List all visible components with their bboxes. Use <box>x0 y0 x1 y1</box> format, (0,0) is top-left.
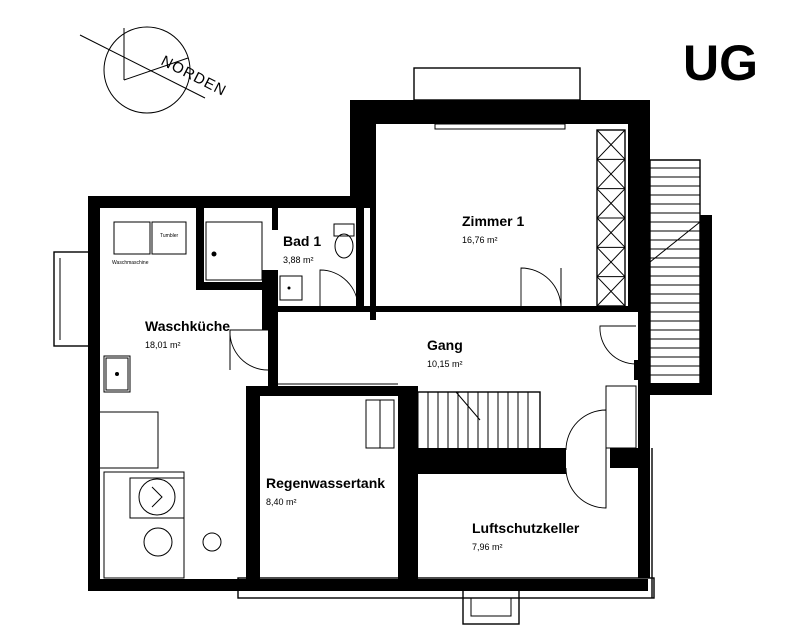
wall <box>356 208 364 312</box>
room-area-regenwassertank: 8,40 m² <box>266 497 297 507</box>
door-gang-right <box>599 325 637 365</box>
dryer-label: Tumbler <box>160 233 178 239</box>
door-zimmer1 <box>520 267 562 309</box>
room-name-zimmer1: Zimmer 1 <box>462 213 524 229</box>
wall <box>370 120 376 320</box>
balcony-left <box>53 251 91 347</box>
wall <box>518 306 638 312</box>
exterior-stair-outer-wall <box>646 215 712 395</box>
counter-outline <box>100 411 159 469</box>
wall <box>638 310 650 578</box>
sink-basin-icon <box>105 357 129 391</box>
room-name-gang: Gang <box>427 337 463 353</box>
cross-brace <box>596 129 626 160</box>
boiler-icon <box>138 478 176 516</box>
room-name-regenwassertank: Regenwassertank <box>266 475 385 491</box>
cross-brace <box>596 246 626 278</box>
wall <box>262 270 278 330</box>
interior-stair-arrow <box>455 391 481 421</box>
exterior-stair <box>646 159 712 395</box>
wall <box>350 100 634 124</box>
compass-needle-tertiary <box>123 57 189 81</box>
washer-label: Waschmaschine <box>112 260 149 266</box>
room-area-waschkueche: 18,01 m² <box>145 340 181 350</box>
wall <box>278 306 518 312</box>
room-area-gang: 10,15 m² <box>427 359 463 369</box>
washbasin-icon <box>279 275 303 301</box>
room-area-zimmer1: 16,76 m² <box>462 235 498 245</box>
doors <box>229 267 637 509</box>
wall <box>610 448 650 468</box>
floor-label: UG <box>683 35 758 91</box>
cross-brace <box>596 158 626 190</box>
door-luftschutzkeller <box>565 409 607 451</box>
window-sill-zimmer1 <box>434 123 566 130</box>
room-area-luftschutzkeller: 7,96 m² <box>472 542 503 552</box>
door-luftschutzkeller-lower <box>565 467 607 509</box>
room-area-bad1: 3,88 m² <box>283 255 314 265</box>
cross-brace <box>596 276 626 307</box>
bad-fixtures <box>205 221 355 301</box>
wall <box>88 196 100 591</box>
sink-drain-icon <box>115 372 119 376</box>
compass-circle <box>103 26 191 114</box>
tank-icon <box>143 527 173 557</box>
wall <box>196 208 204 290</box>
door-waschkueche <box>229 329 269 371</box>
wall <box>88 579 648 591</box>
room-name-bad1: Bad 1 <box>283 233 321 249</box>
cross-brace-partition <box>596 129 626 307</box>
wall <box>196 282 266 290</box>
wall <box>246 386 406 396</box>
room-labels: Zimmer 1 16,76 m² Bad 1 3,88 m² Waschküc… <box>145 213 580 552</box>
wall <box>246 386 260 591</box>
shower-area <box>103 471 185 579</box>
boiler-mark <box>151 486 163 508</box>
dryer-icon <box>151 221 187 255</box>
cross-brace <box>596 217 626 248</box>
cross-brace <box>596 188 626 219</box>
shower-tray <box>129 477 185 519</box>
shower-bad-icon <box>205 221 263 281</box>
room-name-luftschutzkeller: Luftschutzkeller <box>472 520 580 536</box>
room-name-waschkueche: Waschküche <box>145 318 230 334</box>
toilet-bowl-icon <box>334 233 354 259</box>
interior-stair-outline <box>407 391 541 451</box>
wall <box>398 386 418 591</box>
wall <box>406 448 566 474</box>
drain-icon <box>202 532 222 552</box>
wall <box>628 100 650 312</box>
wall <box>268 328 278 388</box>
wall <box>272 208 278 230</box>
wall <box>634 360 646 380</box>
balcony-top <box>413 67 581 101</box>
wall <box>88 196 278 208</box>
shower-drain-icon <box>211 251 217 257</box>
sink-icon <box>103 355 131 393</box>
washbasin-drain-icon <box>287 286 291 290</box>
compass: NORDEN <box>79 26 229 114</box>
waschkueche-fixtures: Waschmaschine Tumbler <box>100 221 222 579</box>
wall <box>268 196 356 208</box>
interior-stair <box>278 383 541 451</box>
toilet-tank-icon <box>333 223 355 237</box>
light-well-bottom-inner <box>470 597 512 617</box>
walls <box>88 100 650 591</box>
door-bad1 <box>319 269 359 309</box>
door-frame <box>605 385 637 449</box>
exterior-stair-diagonal <box>649 221 701 263</box>
compass-needle <box>79 34 206 99</box>
washer-icon <box>113 221 151 255</box>
